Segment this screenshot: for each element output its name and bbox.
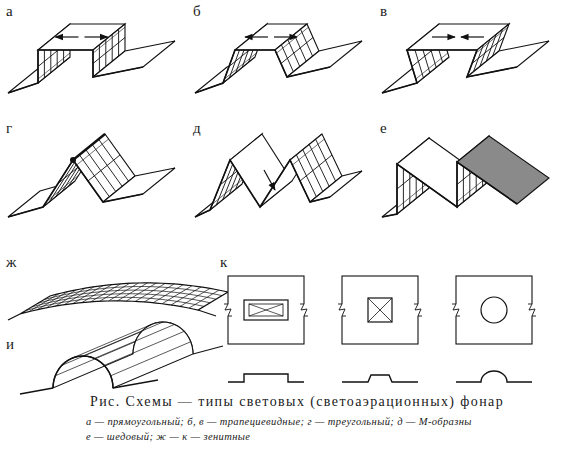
- grid-rib: [109, 283, 139, 301]
- front-profile: [195, 160, 330, 217]
- skylight-plan: [481, 297, 507, 323]
- type-letter: г: [6, 120, 12, 137]
- break-gap: [338, 304, 346, 316]
- vault-rib: [72, 324, 152, 358]
- roof-face: [103, 168, 175, 202]
- roof-line: [198, 310, 216, 316]
- zenith-plans: [224, 276, 536, 382]
- air-flow-arrow: [56, 36, 79, 37]
- air-flow-arrow: [85, 36, 108, 37]
- window-frame: [397, 182, 429, 208]
- type-letter: к: [220, 254, 227, 271]
- roof-plan: [456, 276, 532, 344]
- roof-line: [193, 346, 223, 354]
- air-flow-arrow: [264, 170, 275, 190]
- window-frame: [276, 27, 308, 53]
- vault-rib: [83, 322, 163, 356]
- window-frame: [292, 139, 324, 165]
- type-letter: ж: [6, 254, 16, 271]
- break-mark: [224, 304, 232, 316]
- skylight-plan: [368, 298, 392, 322]
- skylight-diagonal: [249, 304, 283, 316]
- skylight-plan: [244, 300, 288, 320]
- lantern-profile: [382, 136, 549, 217]
- roof-face: [467, 41, 549, 77]
- zenith-grid-skylight: [8, 283, 228, 320]
- skylight-section: [228, 374, 304, 382]
- air-flow-arrow: [432, 36, 455, 37]
- grid-rib: [38, 290, 216, 303]
- air-flow-arrow: [274, 36, 297, 37]
- vault-body: [53, 322, 193, 388]
- lantern-profile: [195, 134, 362, 217]
- window-transom: [88, 155, 120, 181]
- roof-face: [93, 41, 175, 77]
- break-gap: [224, 304, 232, 316]
- front-profile: [195, 50, 330, 93]
- grid-rib: [91, 284, 121, 302]
- front-profile: [8, 50, 143, 93]
- roof-plan: [342, 276, 418, 344]
- roof-face: [310, 171, 362, 202]
- vault-rib: [111, 342, 191, 376]
- roof-line: [20, 388, 53, 394]
- break-gap: [452, 304, 460, 316]
- front-profile: [382, 50, 517, 93]
- lantern-profile: [382, 24, 549, 93]
- type-letter: а: [6, 3, 13, 20]
- lantern-profile: [195, 24, 362, 93]
- grid-rib: [100, 283, 130, 301]
- type-letter: д: [193, 120, 201, 137]
- break-mark: [300, 304, 308, 316]
- front-profile: [8, 160, 143, 217]
- grid-rib: [46, 290, 76, 308]
- ridge-line: [73, 134, 105, 160]
- caption-legend-line: е — шедовый; ж — к — зенитные: [86, 431, 250, 443]
- vault-rib: [104, 331, 184, 365]
- air-flow-arrow: [245, 36, 268, 37]
- grid-rib: [180, 288, 210, 306]
- skylight-diagonal: [368, 298, 392, 322]
- type-letter: и: [6, 336, 14, 353]
- break-mark: [338, 304, 346, 316]
- lantern-profile: [8, 24, 175, 93]
- caption-legend-line: а — прямоугольный; б, в — трапециевидные…: [86, 416, 472, 428]
- skylight-section: [456, 371, 532, 382]
- skylight-section: [342, 375, 418, 382]
- air-flow-arrow: [461, 36, 484, 37]
- break-mark: [452, 304, 460, 316]
- type-letter: б: [193, 3, 201, 20]
- break-gap: [414, 304, 422, 316]
- grid-rib: [44, 287, 222, 300]
- window-frame: [47, 175, 79, 201]
- roof-face: [287, 41, 362, 77]
- break-mark: [414, 304, 422, 316]
- roof-plan: [228, 276, 304, 344]
- break-mark: [528, 304, 536, 316]
- break-gap: [528, 304, 536, 316]
- roof-line: [113, 380, 158, 388]
- skylight-plan-inner: [249, 304, 283, 316]
- ridge-dot: [70, 157, 76, 163]
- window-frame: [416, 53, 448, 79]
- vault-rib: [94, 324, 174, 358]
- window-frame: [93, 27, 125, 53]
- front-profile: [382, 162, 517, 217]
- skylight-diagonal: [368, 298, 392, 322]
- figure-caption: Рис. Схемы — типы световых (светоаэрацио…: [90, 394, 504, 410]
- window-transom: [300, 155, 332, 181]
- roof-line: [8, 314, 20, 320]
- window-frame: [476, 27, 508, 53]
- skylight-outline: [20, 283, 228, 314]
- type-letter: е: [380, 120, 387, 137]
- lantern-profile: [8, 134, 175, 217]
- type-letter: в: [380, 3, 387, 20]
- grid-rib: [38, 292, 68, 310]
- break-gap: [300, 304, 308, 316]
- skylight-diagonal: [249, 304, 283, 316]
- vault-front: [53, 356, 113, 388]
- window-frame: [38, 53, 70, 79]
- barrel-skylight: [20, 322, 223, 394]
